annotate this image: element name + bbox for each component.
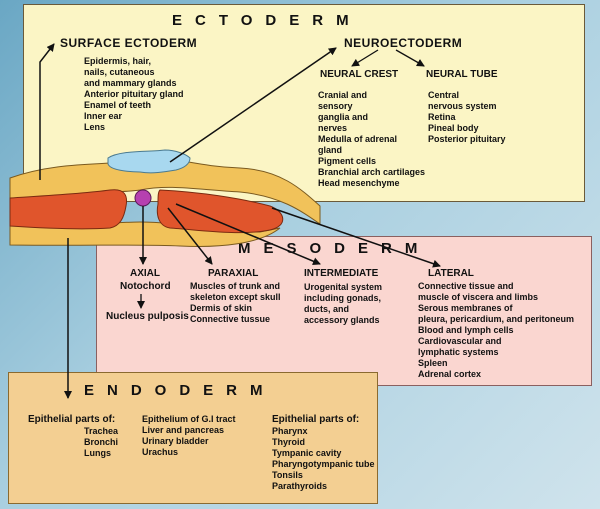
list-item: Lens [84,122,106,132]
mesoderm-title: MESODERM [238,240,431,257]
ectoderm-title: ECTODERM [172,12,362,29]
lateral-heading: LATERAL [428,268,474,279]
nucleus-pulposis-label: Nucleus pulposis [106,311,189,322]
endoderm-title: ENDODERM [84,382,276,399]
list-item: Urinary bladder [142,436,209,446]
list-item: Trachea [84,426,119,436]
list-item: including gonads, [304,293,381,303]
intermediate-arrow [175,203,321,265]
notochord-label: Notochord [120,281,171,292]
list-item: Parathyroids [272,481,328,491]
list-item: Pharyngotympanic tube [272,459,375,469]
list-item: muscle of viscera and limbs [418,292,539,302]
surface-ectoderm-list: Epidermis, hair, nails, cutaneous and ma… [84,56,184,133]
list-item: Medulla of adrenal [318,134,398,144]
axial-heading: AXIAL [130,268,160,279]
notochord-shape [134,189,152,207]
list-item: skeleton except skull [190,292,281,302]
list-item: Anterior pituitary gland [84,89,184,99]
list-item: Serous membranes of [418,303,513,313]
endoderm-col1-heading: Epithelial parts of: [28,414,116,425]
neural-tube-shape [107,149,191,174]
neuroectoderm-heading: NEUROECTODERM [344,36,463,50]
list-item: nervous system [428,101,497,111]
neural-tube-arrow [395,49,425,67]
list-item: ducts, and [304,304,350,314]
list-item: Pharynx [272,426,308,436]
list-item: Muscles of trunk and [190,281,281,291]
list-item: Pineal body [428,123,479,133]
paraxial-arrow [167,207,213,265]
neural-tube-heading: NEURAL TUBE [426,69,498,80]
list-item: Dermis of skin [190,303,253,313]
neural-crest-heading: NEURAL CREST [320,69,399,80]
list-item: Enamel of teeth [84,100,152,110]
list-item: Posterior pituitary [428,134,506,144]
list-item: Connective tissue and [418,281,514,291]
list-item: and mammary glands [84,78,177,88]
list-item: nerves [318,123,348,133]
list-item: Thyroid [272,437,305,447]
list-item: Retina [428,112,456,122]
list-item: accessory glands [304,315,380,325]
intermediate-heading: INTERMEDIATE [304,268,379,279]
mesoderm-box [96,236,592,386]
list-item: pleura, pericardium, and peritoneum [418,314,575,324]
intermediate-list: Urogenital system including gonads, duct… [304,282,382,326]
list-item: Liver and pancreas [142,425,225,435]
list-item: Tympanic cavity [272,448,342,458]
endoderm-col3-heading: Epithelial parts of: [272,414,360,425]
paraxial-list: Muscles of trunk and skeleton except sku… [190,281,281,325]
list-item: Epithelium of G.I tract [142,414,236,424]
lateral-arrow [271,207,441,268]
list-item: sensory [318,101,353,111]
endoderm-col3-list: Pharynx Thyroid Tympanic cavity Pharyngo… [272,426,375,492]
list-item: Connective tussue [190,314,271,324]
list-item: Central [428,90,460,100]
list-item: ganglia and [318,112,369,122]
paraxial-heading: PARAXIAL [208,268,259,279]
list-item: Cranial and [318,90,368,100]
list-item: Tonsils [272,470,303,480]
list-item: Epidermis, hair, [84,56,152,66]
list-item: Head mesenchyme [318,178,400,188]
list-item: Blood and lymph cells [418,325,514,335]
endoderm-col2-list: Epithelium of G.I tract Liver and pancre… [142,414,236,458]
list-item: gland [318,145,342,155]
list-item: lymphatic systems [418,347,499,357]
neural-crest-arrow [351,49,379,67]
list-item: Spleen [418,358,448,368]
list-item: nails, cutaneous [84,67,155,77]
mesoderm-layer-right [156,189,284,234]
mesoderm-layer [9,189,128,230]
list-item: Inner ear [84,111,123,121]
neural-crest-list: Cranial and sensory ganglia and nerves M… [318,90,425,189]
surface-ectoderm-heading: SURFACE ECTODERM [60,36,198,50]
endoderm-col1-list: Trachea Bronchi Lungs [84,426,118,459]
neural-tube-list: Central nervous system Retina Pineal bod… [428,90,506,145]
list-item: Adrenal cortex [418,369,482,379]
list-item: Bronchi [84,437,119,447]
neuroectoderm-arrow [169,47,337,163]
lateral-list: Connective tissue and muscle of viscera … [418,281,574,380]
list-item: Lungs [84,448,111,458]
list-item: Urachus [142,447,179,457]
list-item: Pigment cells [318,156,377,166]
list-item: Cardiovascular and [418,336,502,346]
list-item: Branchial arch cartilages [318,167,426,177]
list-item: Urogenital system [304,282,383,292]
surface-ectoderm-arrow [39,43,55,180]
